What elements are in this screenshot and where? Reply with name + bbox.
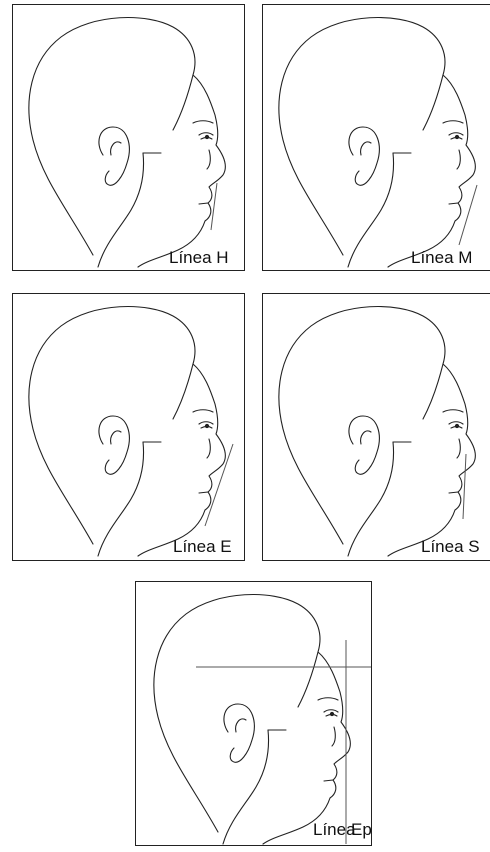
profile-head-drawing (13, 294, 245, 561)
profile-head-drawing (263, 294, 490, 561)
panel-linea-epker: Línea Epker (135, 581, 372, 846)
profile-head-drawing (13, 5, 245, 271)
panel-label: Línea E (173, 538, 232, 555)
panel-linea-m: Línea M (262, 4, 490, 271)
panel-linea-s: Línea S (262, 293, 490, 561)
profile-head-drawing (263, 5, 490, 271)
profile-head-drawing (136, 582, 372, 846)
panel-linea-e: Línea E (12, 293, 245, 561)
panel-label: Línea M (411, 249, 472, 266)
panel-label-part2: Epker (351, 821, 372, 838)
panel-linea-h: Línea H (12, 4, 245, 271)
panel-label: Línea S (421, 538, 480, 555)
panel-label: Línea H (169, 249, 229, 266)
panel-label-part1: Línea (313, 821, 356, 838)
